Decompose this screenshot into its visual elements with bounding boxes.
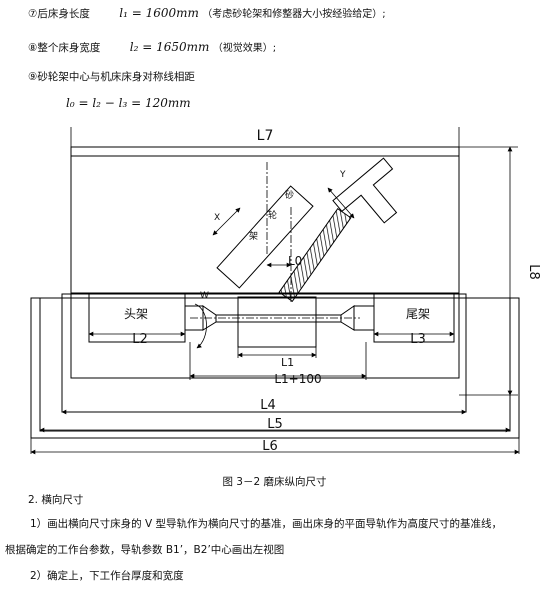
label-L1p100: L1+100 xyxy=(274,372,321,386)
label-wheel-lun: 轮 xyxy=(268,209,277,221)
paragraph-1-line-1: 1）画出横向尺寸床身的 V 型导轨作为横向尺寸的基准，画出床身的平面导轨作为高度… xyxy=(30,518,503,530)
label-L7: L7 xyxy=(257,128,274,144)
label-L2: L2 xyxy=(132,332,148,347)
label-wheel-sha: 砂 xyxy=(285,189,294,201)
formula-line-l0: l₀ = l₂ − l₃ = 120mm xyxy=(66,96,191,111)
label-L4: L4 xyxy=(260,398,276,413)
l9-text: ⑨砂轮架中心与机床床身对称线相距 xyxy=(28,71,195,83)
grinder-longitudinal-diagram: L7 L8 L0 L1 L1+100 L2 L3 L4 L5 L6 头架 尾架 … xyxy=(30,127,541,455)
formula-line-l9: ⑨砂轮架中心与机床床身对称线相距 xyxy=(28,70,195,84)
figure-caption: 图 3－2 磨床纵向尺寸 xyxy=(222,476,327,488)
label-L3: L3 xyxy=(410,332,426,347)
label-L6: L6 xyxy=(262,439,278,454)
label-L5: L5 xyxy=(267,417,283,432)
formula-line-l7: ⑦后床身长度 l₁ = 1600mm （考虑砂轮架和修整器大小按经验给定）; xyxy=(28,6,386,22)
x-axis-arrow xyxy=(212,207,241,236)
paragraph-2: 2）确定上，下工作台厚度和宽度 xyxy=(30,570,184,582)
label-L8: L8 xyxy=(526,264,541,280)
workpiece-body xyxy=(237,296,317,348)
label-Y: Y xyxy=(339,170,346,180)
l8-note: （视觉效果）; xyxy=(212,43,277,54)
label-tailstock: 尾架 xyxy=(406,307,430,321)
label-L0: L0 xyxy=(288,254,302,268)
tailstock-quill xyxy=(353,305,375,331)
workpiece-shaft xyxy=(215,314,342,323)
l7-formula: l₁ = 1600mm xyxy=(119,6,199,20)
l8-formula: l₂ = 1650mm xyxy=(129,40,210,54)
top-frame-band xyxy=(70,146,460,157)
section-heading: 2. 横向尺寸 xyxy=(28,494,84,506)
y-axis-arrow xyxy=(327,187,355,219)
label-W: W xyxy=(200,291,209,301)
paragraph-1-line-2: 根据确定的工作台参数，导轨参数 B1’，B2’中心画出左视图 xyxy=(5,544,285,556)
l7-prefix: ⑦后床身长度 xyxy=(28,8,90,20)
top-frame-outline xyxy=(70,146,460,294)
label-headstock: 头架 xyxy=(124,307,148,321)
w-rotation-arc xyxy=(194,303,207,349)
wheel-head xyxy=(216,185,314,289)
formula-line-l8: ⑧整个床身宽度 l₂ = 1650mm （视觉效果）; xyxy=(28,40,276,56)
label-wheel-jia: 架 xyxy=(249,231,258,242)
l8-prefix: ⑧整个床身宽度 xyxy=(28,42,101,54)
l7-note: （考虑砂轮架和修整器大小按经验给定）; xyxy=(202,9,386,20)
l0-formula: l₀ = l₂ − l₃ = 120mm xyxy=(66,96,191,110)
label-L1: L1 xyxy=(281,356,294,369)
label-X: X xyxy=(214,213,220,223)
